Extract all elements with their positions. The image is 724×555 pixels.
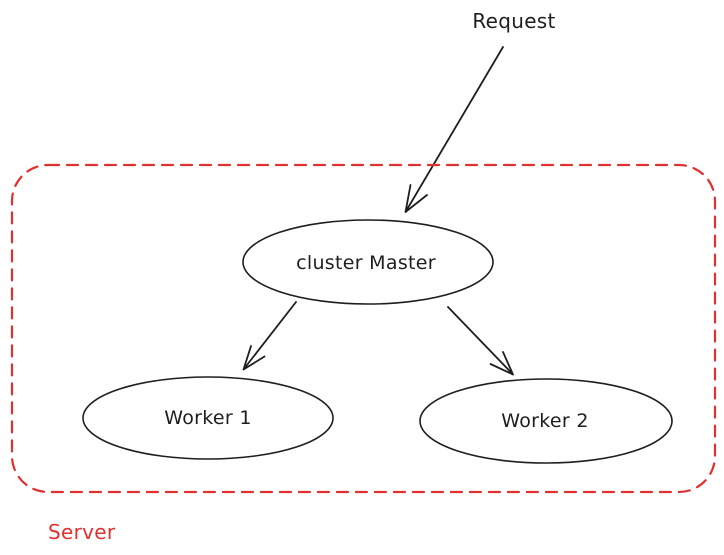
worker-1-label: Worker 1 [164, 407, 251, 429]
worker-1-ellipse [82, 376, 334, 460]
cluster-master-ellipse [242, 219, 494, 305]
arrow-master-to-worker1 [242, 301, 297, 371]
node-worker-2: Worker 2 [419, 378, 673, 464]
arrow-master-to-worker2 [447, 306, 514, 376]
node-worker-1: Worker 1 [82, 376, 334, 460]
worker-2-ellipse [419, 378, 673, 464]
cluster-master-label: cluster Master [296, 252, 436, 274]
request-label: Request [472, 9, 555, 33]
server-label: Server [48, 520, 116, 544]
worker-2-label: Worker 2 [501, 410, 588, 432]
arrow-request-to-master [404, 46, 504, 213]
server-boundary [10, 163, 717, 494]
node-cluster-master: cluster Master [242, 219, 494, 305]
